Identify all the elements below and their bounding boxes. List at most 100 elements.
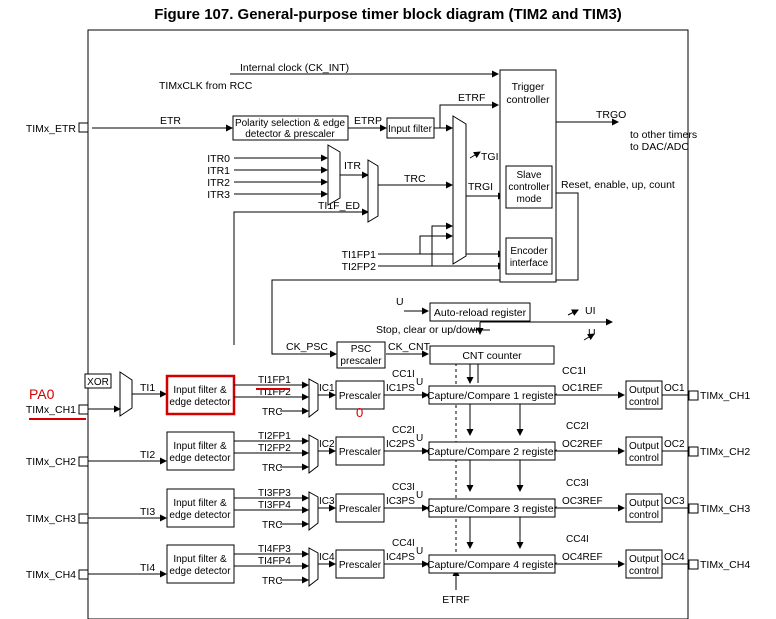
ch1-pin-in — [78, 404, 89, 415]
ch3-filter-line-2: edge detector — [169, 510, 231, 521]
label-internal-clock: Internal clock (CK_INT) — [240, 62, 349, 74]
ch1-oc-line-1: Output — [629, 385, 659, 396]
ch1-ti-label: TI1 — [140, 382, 155, 394]
label-ui: UI — [585, 305, 596, 317]
arr-label: Auto-reload register — [434, 307, 527, 319]
ch4-ic-mux — [308, 547, 319, 588]
label-itr: ITR — [344, 160, 361, 172]
ch1-ic-mux — [308, 378, 319, 419]
label-stop: Stop, clear or up/down — [376, 324, 481, 336]
pa0-annotation: PA0 — [29, 386, 55, 402]
itr-mux — [327, 144, 341, 206]
ch4-pin-out — [688, 559, 699, 570]
ch3-icps-label: IC3PS — [386, 496, 415, 507]
ch1-filter-line-2: edge detector — [169, 397, 231, 408]
encoder-block — [505, 237, 553, 275]
label-etrf-bottom: ETRF — [442, 594, 469, 606]
ch2-ic-mux — [308, 434, 319, 475]
label-itr3: ITR3 — [207, 189, 230, 201]
pin-etr-label: TIMx_ETR — [26, 123, 77, 135]
ch3-pin-label: TIMx_CH3 — [26, 513, 76, 525]
ch3-ic-label: IC3 — [319, 496, 335, 507]
ch2-pin-in — [78, 456, 89, 467]
ch4-ti-label: TI4 — [140, 562, 155, 574]
ch1-ccr-label: Capture/Compare 1 register — [427, 390, 558, 402]
ch3-prescaler — [335, 493, 385, 523]
label-ck-cnt: CK_CNT — [388, 341, 431, 353]
ch4-pin-label: TIMx_CH4 — [26, 569, 76, 581]
ch4-ccr-label: Capture/Compare 4 register — [427, 559, 558, 571]
label-to-other: to other timers — [630, 129, 697, 141]
ch1-pin-label: TIMx_CH1 — [26, 404, 76, 416]
cnt-label: CNT counter — [462, 350, 522, 362]
trgi-mux — [452, 115, 467, 265]
ch1-prescaler — [335, 380, 385, 410]
ch2-fpa-label: TI2FP1 — [258, 431, 291, 442]
label-u-cnt: U — [588, 327, 596, 339]
ch3-output-control — [625, 493, 663, 523]
ch3-u-label: U — [416, 490, 423, 501]
ch2-pin-out — [688, 446, 699, 457]
ch3-oc-label: OC3 — [664, 496, 685, 507]
ch4-u-label: U — [416, 546, 423, 557]
ch4-out-pin-label: TIMx_CH4 — [700, 559, 750, 571]
ch3-out-pin-label: TIMx_CH3 — [700, 503, 750, 515]
xor-block — [84, 373, 112, 389]
ch2-oc-line-2: control — [629, 453, 659, 464]
ch2-output-control — [625, 436, 663, 466]
ch3-fpb-label: TI3FP4 — [258, 500, 291, 511]
timer-outline — [87, 29, 689, 619]
ch4-pin-in — [78, 569, 89, 580]
label-reset: Reset, enable, up, count — [561, 179, 675, 191]
ch1-output-control — [625, 380, 663, 410]
xor-label: XOR — [87, 377, 109, 388]
ch1-icps-label: IC1PS — [386, 383, 415, 394]
label-ck-psc: CK_PSC — [286, 341, 328, 353]
label-trc: TRC — [404, 173, 426, 185]
ch3-cci-label: CC3I — [392, 482, 415, 493]
label-trgo: TRGO — [596, 109, 626, 121]
ti1-mux — [119, 371, 133, 417]
ch4-prescaler — [335, 549, 385, 579]
ch4-fpb-label: TI4FP4 — [258, 556, 291, 567]
ch1-input-filter — [165, 374, 236, 416]
ch2-prescaler — [335, 436, 385, 466]
slave-block — [505, 165, 553, 209]
polarity-line-1: Polarity selection & edge — [235, 118, 346, 129]
ch2-u-label: U — [416, 433, 423, 444]
slave-line-1: Slave — [516, 170, 541, 181]
ch3-ic-mux — [308, 491, 319, 532]
encoder-line-1: Encoder — [510, 246, 548, 257]
ch1-pin-out — [688, 390, 699, 401]
label-to-dac: to DAC/ADC — [630, 141, 689, 153]
ch2-oc-line-1: Output — [629, 441, 659, 452]
ch2-filter-line-1: Input filter & — [173, 441, 227, 452]
cnt-counter — [429, 345, 555, 365]
ch3-oc-line-2: control — [629, 510, 659, 521]
ch4-trc-label: TRC — [262, 576, 283, 587]
polarity-block — [232, 115, 349, 141]
ch4-ic-label: IC4 — [319, 552, 335, 563]
ch4-output-control — [625, 549, 663, 579]
ch3-input-filter — [166, 488, 235, 528]
ch3-ccr-label: Capture/Compare 3 register — [427, 503, 558, 515]
ch1-out-pin-label: TIMx_CH1 — [700, 390, 750, 402]
ch1-fpa-label: TI1FP1 — [258, 375, 291, 386]
ch2-input-filter — [166, 431, 235, 471]
psc-line-1: PSC — [351, 344, 372, 355]
input-filter-label: Input filter — [388, 124, 433, 135]
psc-block — [336, 341, 386, 369]
ch3-fpa-label: TI3FP3 — [258, 488, 291, 499]
auto-reload-register — [429, 302, 531, 322]
slave-line-2: controller — [508, 182, 550, 193]
label-itr2: ITR2 — [207, 177, 230, 189]
ch2-fpb-label: TI2FP2 — [258, 443, 291, 454]
ch1-prescaler-label: Prescaler — [339, 391, 382, 402]
label-ti2fp2-top: TI2FP2 — [342, 261, 377, 273]
ch2-trc-label: TRC — [262, 463, 283, 474]
ch1-cci-label: CC1I — [392, 369, 415, 380]
ch4-cci-label: CC4I — [392, 538, 415, 549]
ch4-oc-line-2: control — [629, 566, 659, 577]
ch1-fpb-label: TI1FP2 — [258, 387, 291, 398]
ch1-oc-label: OC1 — [664, 383, 685, 394]
